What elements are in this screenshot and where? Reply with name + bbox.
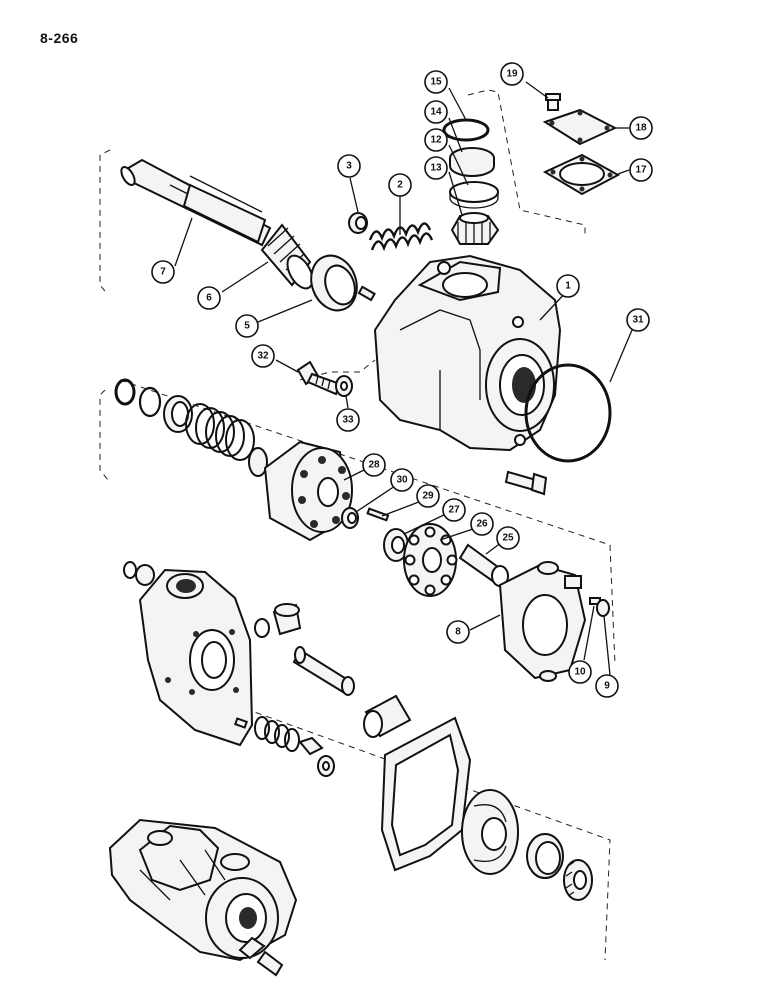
svg-text:1: 1 [565,281,571,292]
callout-28: 28 [362,453,386,477]
leader-lines [174,81,633,676]
callout-27: 27 [442,498,466,522]
pin-29 [366,507,390,522]
bearing-cup [310,254,358,312]
retainer-plate [403,523,458,597]
svg-text:2: 2 [397,180,403,191]
callout-15: 15 [424,70,448,94]
svg-text:26: 26 [476,519,488,530]
port-plate [461,789,519,875]
ball-guide [383,528,409,562]
svg-text:3: 3 [346,161,352,172]
retaining-rings [114,378,193,433]
callout-9: 9 [595,674,619,698]
swash-plate [498,561,587,682]
svg-text:19: 19 [506,69,518,80]
svg-text:9: 9 [604,681,610,692]
lower-tapered-bearing [563,859,593,901]
bearing-race-12 [449,181,499,209]
svg-text:32: 32 [257,351,269,362]
svg-text:5: 5 [244,321,250,332]
collar-30 [341,507,359,529]
callout-19: 19 [500,62,524,86]
spring-seat [248,447,268,477]
plug-fitting [254,603,302,638]
callout-2: 2 [388,173,412,197]
control-spring-set [233,716,335,777]
callout-32: 32 [251,344,275,368]
piston [458,543,509,587]
svg-text:30: 30 [396,475,408,486]
svg-text:17: 17 [635,165,647,176]
screw-19 [545,93,561,111]
spring [368,222,434,252]
bolt [504,470,548,496]
svg-text:7: 7 [160,267,166,278]
pump-housing [373,254,562,452]
svg-text:10: 10 [574,667,586,678]
cylinder-block [263,440,353,542]
callout-12: 12 [424,128,448,152]
cover-plate-18 [542,108,618,146]
gasket-17 [542,153,621,196]
callout-25: 25 [496,526,520,550]
callout-26: 26 [470,512,494,536]
piston-spring [185,403,255,461]
svg-text:12: 12 [430,135,442,146]
callout-3: 3 [337,154,361,178]
sleeve [363,694,412,738]
callout-33: 33 [336,408,360,432]
control-spool [292,646,355,696]
washer-33 [335,375,353,397]
end-gasket [380,716,472,872]
svg-text:15: 15 [430,77,442,88]
drive-shaft [120,158,272,247]
callout-18: 18 [629,116,653,140]
callout-29: 29 [416,484,440,508]
screw-32 [296,360,342,396]
plug-9 [596,599,610,617]
callout-30: 30 [390,468,414,492]
svg-text:8: 8 [455,627,461,638]
page-number: 8-266 [40,30,79,46]
callout-10: 10 [568,660,592,684]
callout-8: 8 [446,620,470,644]
end-cover [138,568,254,747]
svg-text:28: 28 [368,460,380,471]
callout-31: 31 [626,308,650,332]
o-ring-31 [524,363,612,463]
svg-text:29: 29 [422,491,434,502]
plug [348,212,368,234]
callout-14: 14 [424,100,448,124]
callout-5: 5 [235,314,259,338]
callout-7: 7 [151,260,175,284]
callout-17: 17 [629,158,653,182]
svg-text:18: 18 [635,123,647,134]
callout-6: 6 [197,286,221,310]
svg-text:13: 13 [430,163,442,174]
tapered-bearing-13 [450,212,500,245]
small-rings [123,561,155,586]
svg-text:6: 6 [206,293,212,304]
callout-1: 1 [556,274,580,298]
callout-13: 13 [424,156,448,180]
svg-text:14: 14 [430,107,442,118]
lower-bearing-cup [526,833,564,879]
assembled-pump-view [108,818,298,977]
svg-text:27: 27 [448,505,460,516]
tapered-bearing [260,223,314,290]
svg-text:33: 33 [342,415,354,426]
svg-text:25: 25 [502,533,514,544]
svg-text:31: 31 [632,315,644,326]
dowel-pin [357,285,376,302]
